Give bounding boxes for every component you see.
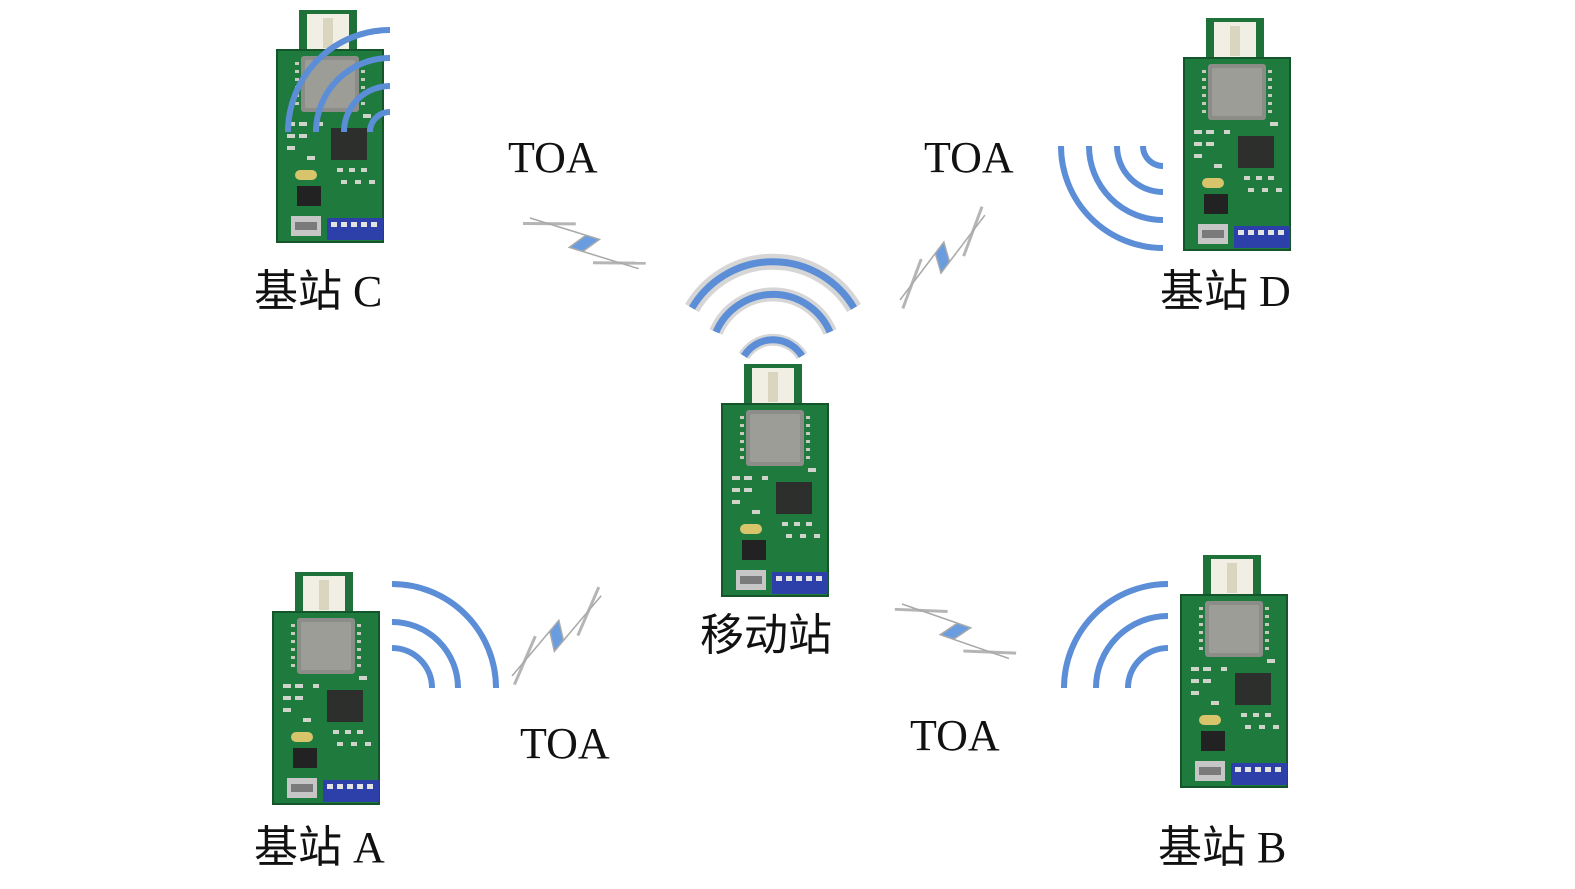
toa-link-top-left: TOA — [508, 133, 650, 285]
lightning-bolt-icon — [498, 581, 616, 691]
broadcast-arcs — [685, 253, 861, 360]
wave-arcs-c — [285, 27, 391, 133]
toa-label-top-left: TOA — [508, 133, 598, 182]
wave-arcs-b — [1061, 581, 1169, 689]
pcb-module-b — [1180, 554, 1288, 788]
pcb-module-c — [276, 9, 384, 243]
pcb-module-mobile — [721, 363, 829, 597]
lightning-bolt-icon — [518, 202, 650, 285]
toa-link-bottom-right: TOA — [890, 588, 1021, 760]
base-station-d-label: 基站 D — [1160, 267, 1291, 316]
toa-label-bottom-left: TOA — [520, 719, 610, 768]
pcb-module-a — [272, 571, 380, 805]
toa-link-top-right: TOA — [885, 133, 1014, 315]
mobile-station: 移动站 — [685, 253, 861, 660]
toa-link-bottom-left: TOA — [498, 581, 616, 768]
toa-label-top-right: TOA — [924, 133, 1014, 182]
base-station-a: 基站 A — [254, 571, 499, 872]
wave-arcs-a — [391, 581, 499, 689]
base-station-b: 基站 B — [1061, 554, 1288, 872]
base-station-c-label: 基站 C — [254, 267, 382, 316]
wave-arcs-d — [1058, 145, 1164, 251]
base-station-c: 基站 C — [254, 9, 391, 316]
toa-label-bottom-right: TOA — [910, 711, 1000, 760]
lightning-bolt-icon — [885, 200, 1000, 315]
lightning-bolt-icon — [890, 588, 1021, 675]
base-station-a-label: 基站 A — [254, 823, 385, 872]
base-station-d: 基站 D — [1058, 17, 1291, 316]
pcb-module-d — [1183, 17, 1291, 251]
mobile-station-label: 移动站 — [700, 611, 832, 660]
base-station-b-label: 基站 B — [1158, 823, 1286, 872]
